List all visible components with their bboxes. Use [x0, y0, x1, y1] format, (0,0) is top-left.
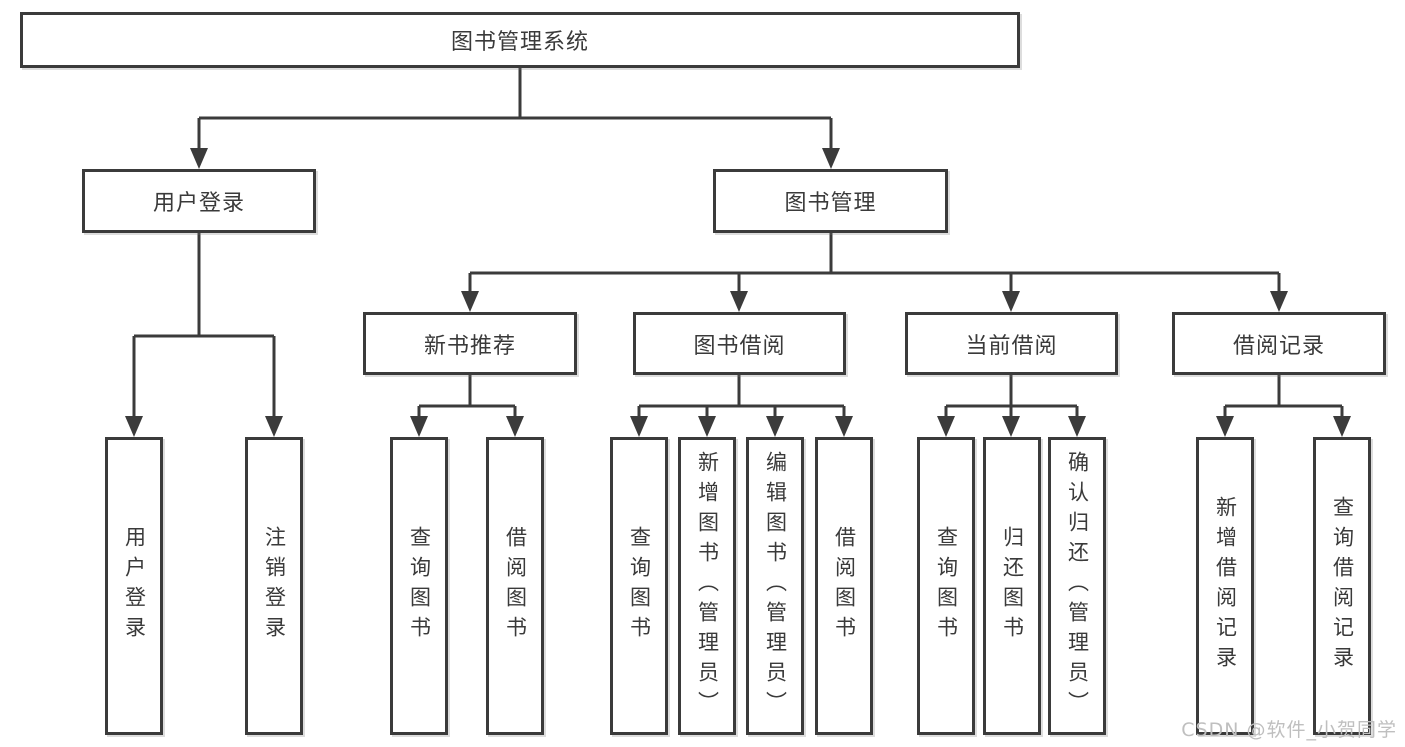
leaf-borrowing-query-books: 查询图书	[610, 437, 668, 735]
leaf-newbook-query-books: 查询图书	[390, 437, 448, 735]
node-current-borrowing: 当前借阅	[905, 312, 1118, 375]
leaf-current-confirm-return-admin: 确认归还（管理员）	[1048, 437, 1106, 735]
leaf-current-return-books-label: 归还图书	[1000, 526, 1025, 646]
leaf-records-add-record: 新增借阅记录	[1196, 437, 1254, 735]
arrowhead-icons	[125, 148, 1351, 437]
csdn-watermark: CSDN @软件_小贺同学	[1181, 719, 1397, 741]
leaf-current-confirm-return-admin-label: 确认归还（管理员）	[1065, 451, 1090, 721]
leaf-borrowing-borrow-books-label: 借阅图书	[832, 526, 857, 646]
leaf-user-login: 用户登录	[105, 437, 163, 735]
leaf-records-query-record: 查询借阅记录	[1313, 437, 1371, 735]
leaf-borrowing-edit-books-admin-label: 编辑图书（管理员）	[763, 451, 788, 721]
leaf-current-return-books: 归还图书	[983, 437, 1041, 735]
node-root-library-management-system: 图书管理系统	[20, 12, 1020, 68]
leaf-borrowing-borrow-books: 借阅图书	[815, 437, 873, 735]
leaf-records-add-record-label: 新增借阅记录	[1213, 496, 1238, 676]
leaf-newbook-borrow-books: 借阅图书	[486, 437, 544, 735]
node-borrowing-records: 借阅记录	[1172, 312, 1386, 375]
leaf-current-query-books-label: 查询图书	[934, 526, 959, 646]
leaf-borrowing-edit-books-admin: 编辑图书（管理员）	[746, 437, 804, 735]
leaf-borrowing-add-books-admin: 新增图书（管理员）	[678, 437, 736, 735]
leaf-borrowing-add-books-admin-label: 新增图书（管理员）	[695, 451, 720, 721]
leaf-newbook-query-books-label: 查询图书	[407, 526, 432, 646]
leaf-records-query-record-label: 查询借阅记录	[1330, 496, 1355, 676]
node-book-borrowing: 图书借阅	[633, 312, 846, 375]
leaf-newbook-borrow-books-label: 借阅图书	[503, 526, 528, 646]
leaf-logout: 注销登录	[245, 437, 303, 735]
node-book-management: 图书管理	[713, 169, 948, 233]
node-new-book-recommend: 新书推荐	[363, 312, 577, 375]
node-user-login: 用户登录	[82, 169, 316, 233]
leaf-borrowing-query-books-label: 查询图书	[627, 526, 652, 646]
leaf-current-query-books: 查询图书	[917, 437, 975, 735]
leaf-logout-label: 注销登录	[262, 526, 287, 646]
leaf-user-login-label: 用户登录	[122, 526, 147, 646]
